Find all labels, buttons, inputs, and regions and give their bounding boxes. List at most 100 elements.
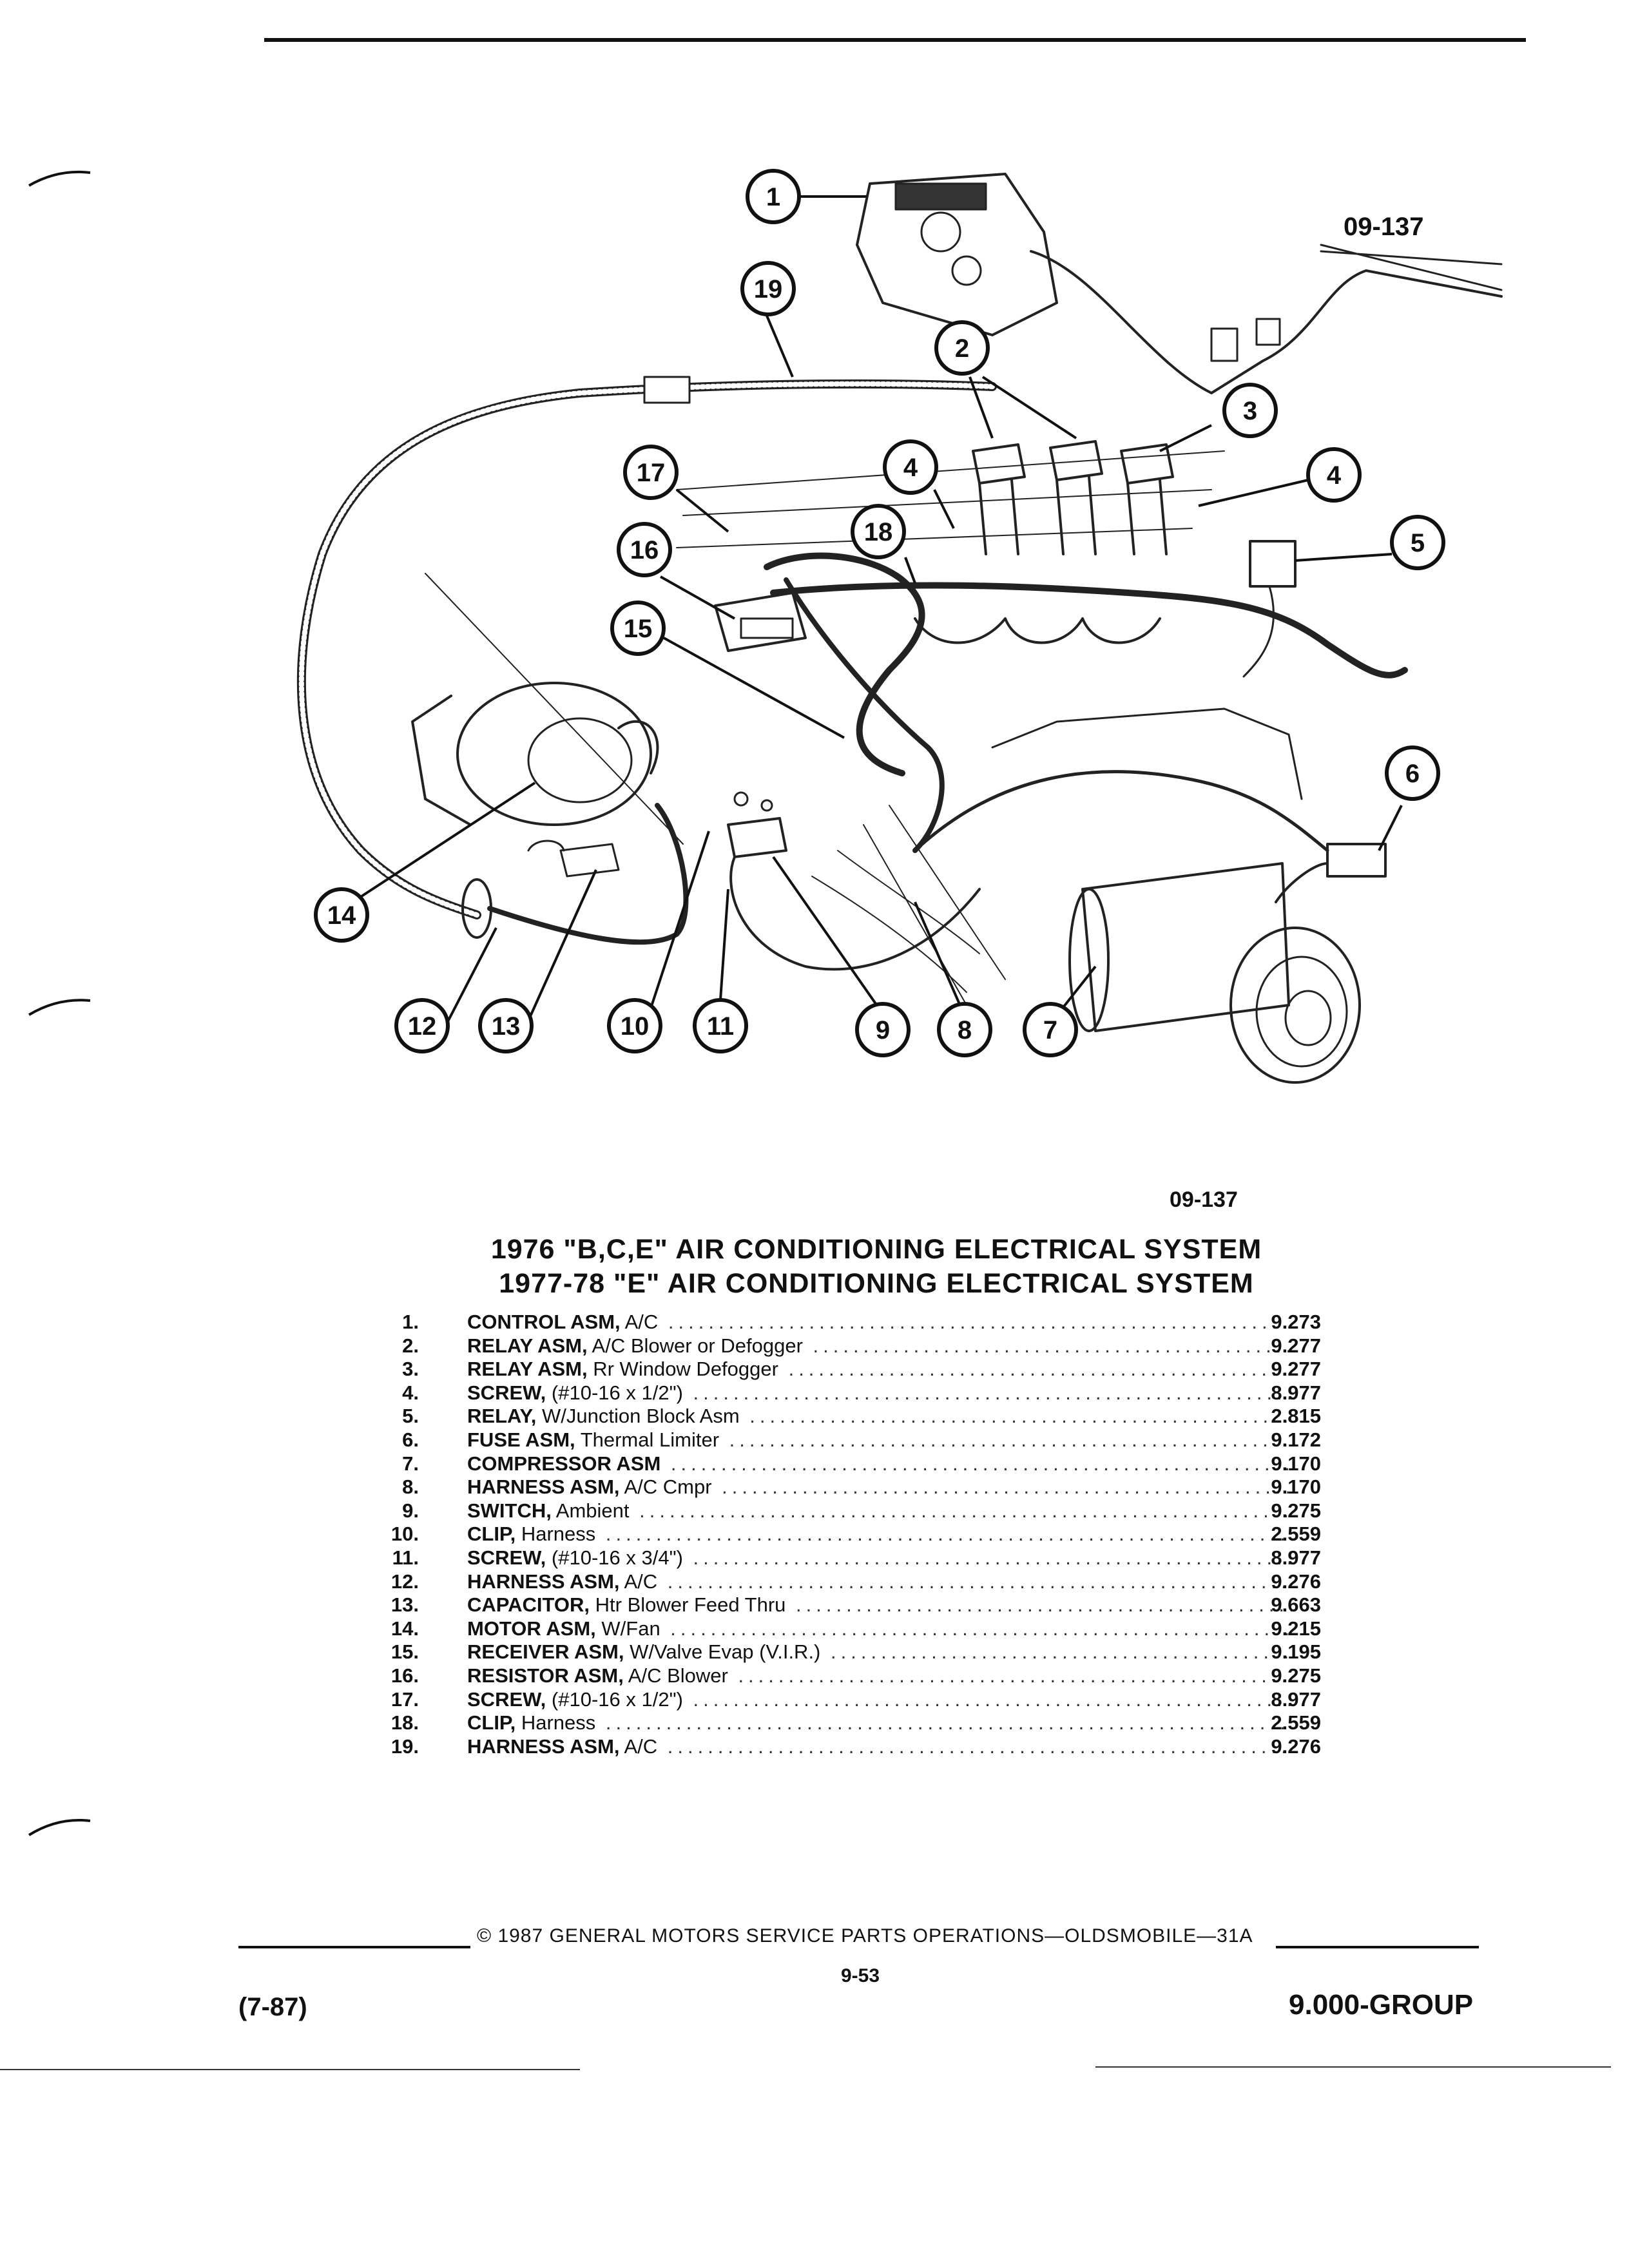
title-line-1: 1976 "B,C,E" AIR CONDITIONING ELECTRICAL… [490, 1234, 1262, 1265]
leader-dots: ........................................… [667, 1570, 1295, 1593]
part-group-code: 9.663 [1271, 1593, 1321, 1617]
part-detail: (#10-16 x 3/4") [546, 1546, 683, 1569]
callout-6: 6 [1385, 745, 1440, 801]
part-group-code: 9.195 [1271, 1640, 1321, 1664]
leader-dots: ........................................… [749, 1405, 1295, 1428]
parts-row: 8. HARNESS ASM, A/C Cmpr ................… [348, 1475, 1379, 1499]
part-name: RELAY ASM, [467, 1358, 588, 1381]
svg-text:7: 7 [1043, 1016, 1057, 1044]
part-description: COMPRESSOR ASM .........................… [467, 1452, 1295, 1475]
svg-text:5: 5 [1411, 529, 1425, 557]
part-description: CLIP, Harness ..........................… [467, 1711, 1295, 1735]
part-description: MOTOR ASM, W/Fan .......................… [467, 1617, 1295, 1640]
leader-dots: ........................................… [729, 1428, 1295, 1451]
figure-code-bottom: 09-137 [1170, 1187, 1238, 1212]
part-group-code: 9.276 [1271, 1735, 1321, 1758]
parts-row: 9.SWITCH, Ambient ......................… [348, 1499, 1379, 1523]
svg-text:4: 4 [903, 454, 918, 482]
part-description: HARNESS ASM, A/C .......................… [467, 1735, 1295, 1758]
leader-dots: ........................................… [605, 1711, 1295, 1735]
leader-dots: ........................................… [605, 1523, 1295, 1546]
part-name: HARNESS ASM, [467, 1735, 620, 1758]
part-number: 12. [390, 1570, 419, 1593]
part-description: RECEIVER ASM, W/Valve Evap (V.I.R.) ....… [467, 1640, 1295, 1664]
part-description: SCREW, (#10-16 x 3/4") .................… [467, 1546, 1295, 1570]
part-name: CAPACITOR, [467, 1593, 590, 1617]
part-detail: W/Fan [595, 1617, 660, 1640]
part-group-code: 9.276 [1271, 1570, 1321, 1593]
leader-dots: ........................................… [693, 1546, 1295, 1569]
svg-text:10: 10 [621, 1012, 650, 1041]
leader-dots: ........................................… [796, 1593, 1295, 1617]
part-description: CONTROL ASM, A/C .......................… [467, 1311, 1295, 1334]
parts-list: 1. CONTROL ASM, A/C .....................… [348, 1311, 1379, 1758]
diagram-linework [296, 173, 1503, 1084]
parts-row: 5.RELAY, W/Junction Block Asm ..........… [348, 1405, 1379, 1428]
part-name: RELAY, [467, 1405, 537, 1428]
part-group-code: 9.172 [1271, 1428, 1321, 1451]
callout-1: 1 [746, 169, 801, 224]
part-group-code: 9.275 [1271, 1664, 1321, 1687]
part-number: 8. [402, 1475, 419, 1499]
callout-5: 5 [1390, 515, 1445, 570]
leader-dots: ........................................… [668, 1311, 1295, 1333]
part-description: RELAY ASM, A/C Blower or Defogger ......… [467, 1334, 1295, 1358]
part-group-code: 8.977 [1271, 1687, 1321, 1711]
part-detail: Ambient [551, 1499, 630, 1522]
part-number: 10. [390, 1523, 419, 1546]
part-description: RELAY, W/Junction Block Asm ............… [467, 1405, 1295, 1428]
svg-text:14: 14 [327, 901, 356, 930]
leader-dots: ........................................… [738, 1664, 1295, 1687]
part-detail: Thermal Limiter [575, 1428, 720, 1451]
part-number: 16. [390, 1664, 419, 1687]
leader-lines [356, 195, 1403, 1029]
part-description: HARNESS ASM, A/C Cmpr ..................… [467, 1475, 1295, 1499]
part-detail: Htr Blower Feed Thru [590, 1593, 786, 1617]
svg-text:9: 9 [876, 1016, 890, 1044]
part-number: 19. [390, 1735, 419, 1758]
callout-10: 10 [607, 998, 662, 1053]
part-number: 4. [402, 1381, 419, 1404]
callout-19: 19 [740, 261, 796, 316]
leader-dots: ........................................… [831, 1640, 1295, 1664]
parts-row: 1. CONTROL ASM, A/C .....................… [348, 1311, 1379, 1334]
leader-dots: ........................................… [813, 1334, 1296, 1357]
part-detail: Harness [516, 1523, 596, 1546]
part-detail: A/C Cmpr [619, 1475, 712, 1499]
callout-7: 7 [1023, 1002, 1078, 1057]
part-group-code: 9.170 [1271, 1452, 1321, 1475]
part-detail: A/C Blower or Defogger [587, 1334, 803, 1357]
svg-text:6: 6 [1405, 760, 1420, 788]
callouts: 1 19 2 3 4 4 5 17 16 18 15 6 14 12 13 10… [314, 169, 1445, 1057]
callout-14: 14 [314, 887, 369, 943]
part-description: SWITCH, Ambient ........................… [467, 1499, 1295, 1523]
leader-dots: ........................................… [639, 1499, 1295, 1522]
part-description: FUSE ASM, Thermal Limiter ..............… [467, 1428, 1295, 1452]
part-name: SWITCH, [467, 1499, 552, 1522]
parts-row: 15. RECEIVER ASM, W/Valve Evap (V.I.R.) .… [348, 1640, 1379, 1664]
parts-row: 13.CAPACITOR, Htr Blower Feed Thru .....… [348, 1593, 1379, 1617]
part-group-code: 9.277 [1271, 1334, 1321, 1357]
svg-text:18: 18 [864, 518, 893, 546]
part-number: 1. [402, 1311, 419, 1333]
parts-row: 19. HARNESS ASM, A/C ....................… [348, 1735, 1379, 1759]
leader-dots: ........................................… [670, 1617, 1295, 1640]
svg-text:1: 1 [766, 183, 780, 211]
part-detail: (#10-16 x 1/2") [546, 1381, 683, 1404]
svg-text:17: 17 [637, 459, 666, 487]
part-group-code: 8.977 [1271, 1546, 1321, 1569]
group-label: 9.000-GROUP [1289, 1989, 1474, 2021]
callout-8: 8 [937, 1002, 992, 1057]
parts-row: 18.CLIP, Harness .......................… [348, 1711, 1379, 1735]
parts-row: 16.RESISTOR ASM, A/C Blower ............… [348, 1664, 1379, 1688]
part-detail: Harness [516, 1711, 596, 1735]
part-number: 15. [390, 1640, 419, 1664]
parts-row: 7.COMPRESSOR ASM .......................… [348, 1452, 1379, 1476]
svg-text:15: 15 [624, 615, 653, 643]
binder-mark [28, 1818, 91, 1836]
part-group-code: 9.170 [1271, 1475, 1321, 1499]
part-number: 11. [392, 1546, 419, 1569]
callout-17: 17 [623, 445, 679, 500]
part-detail: W/Valve Evap (V.I.R.) [624, 1640, 821, 1664]
